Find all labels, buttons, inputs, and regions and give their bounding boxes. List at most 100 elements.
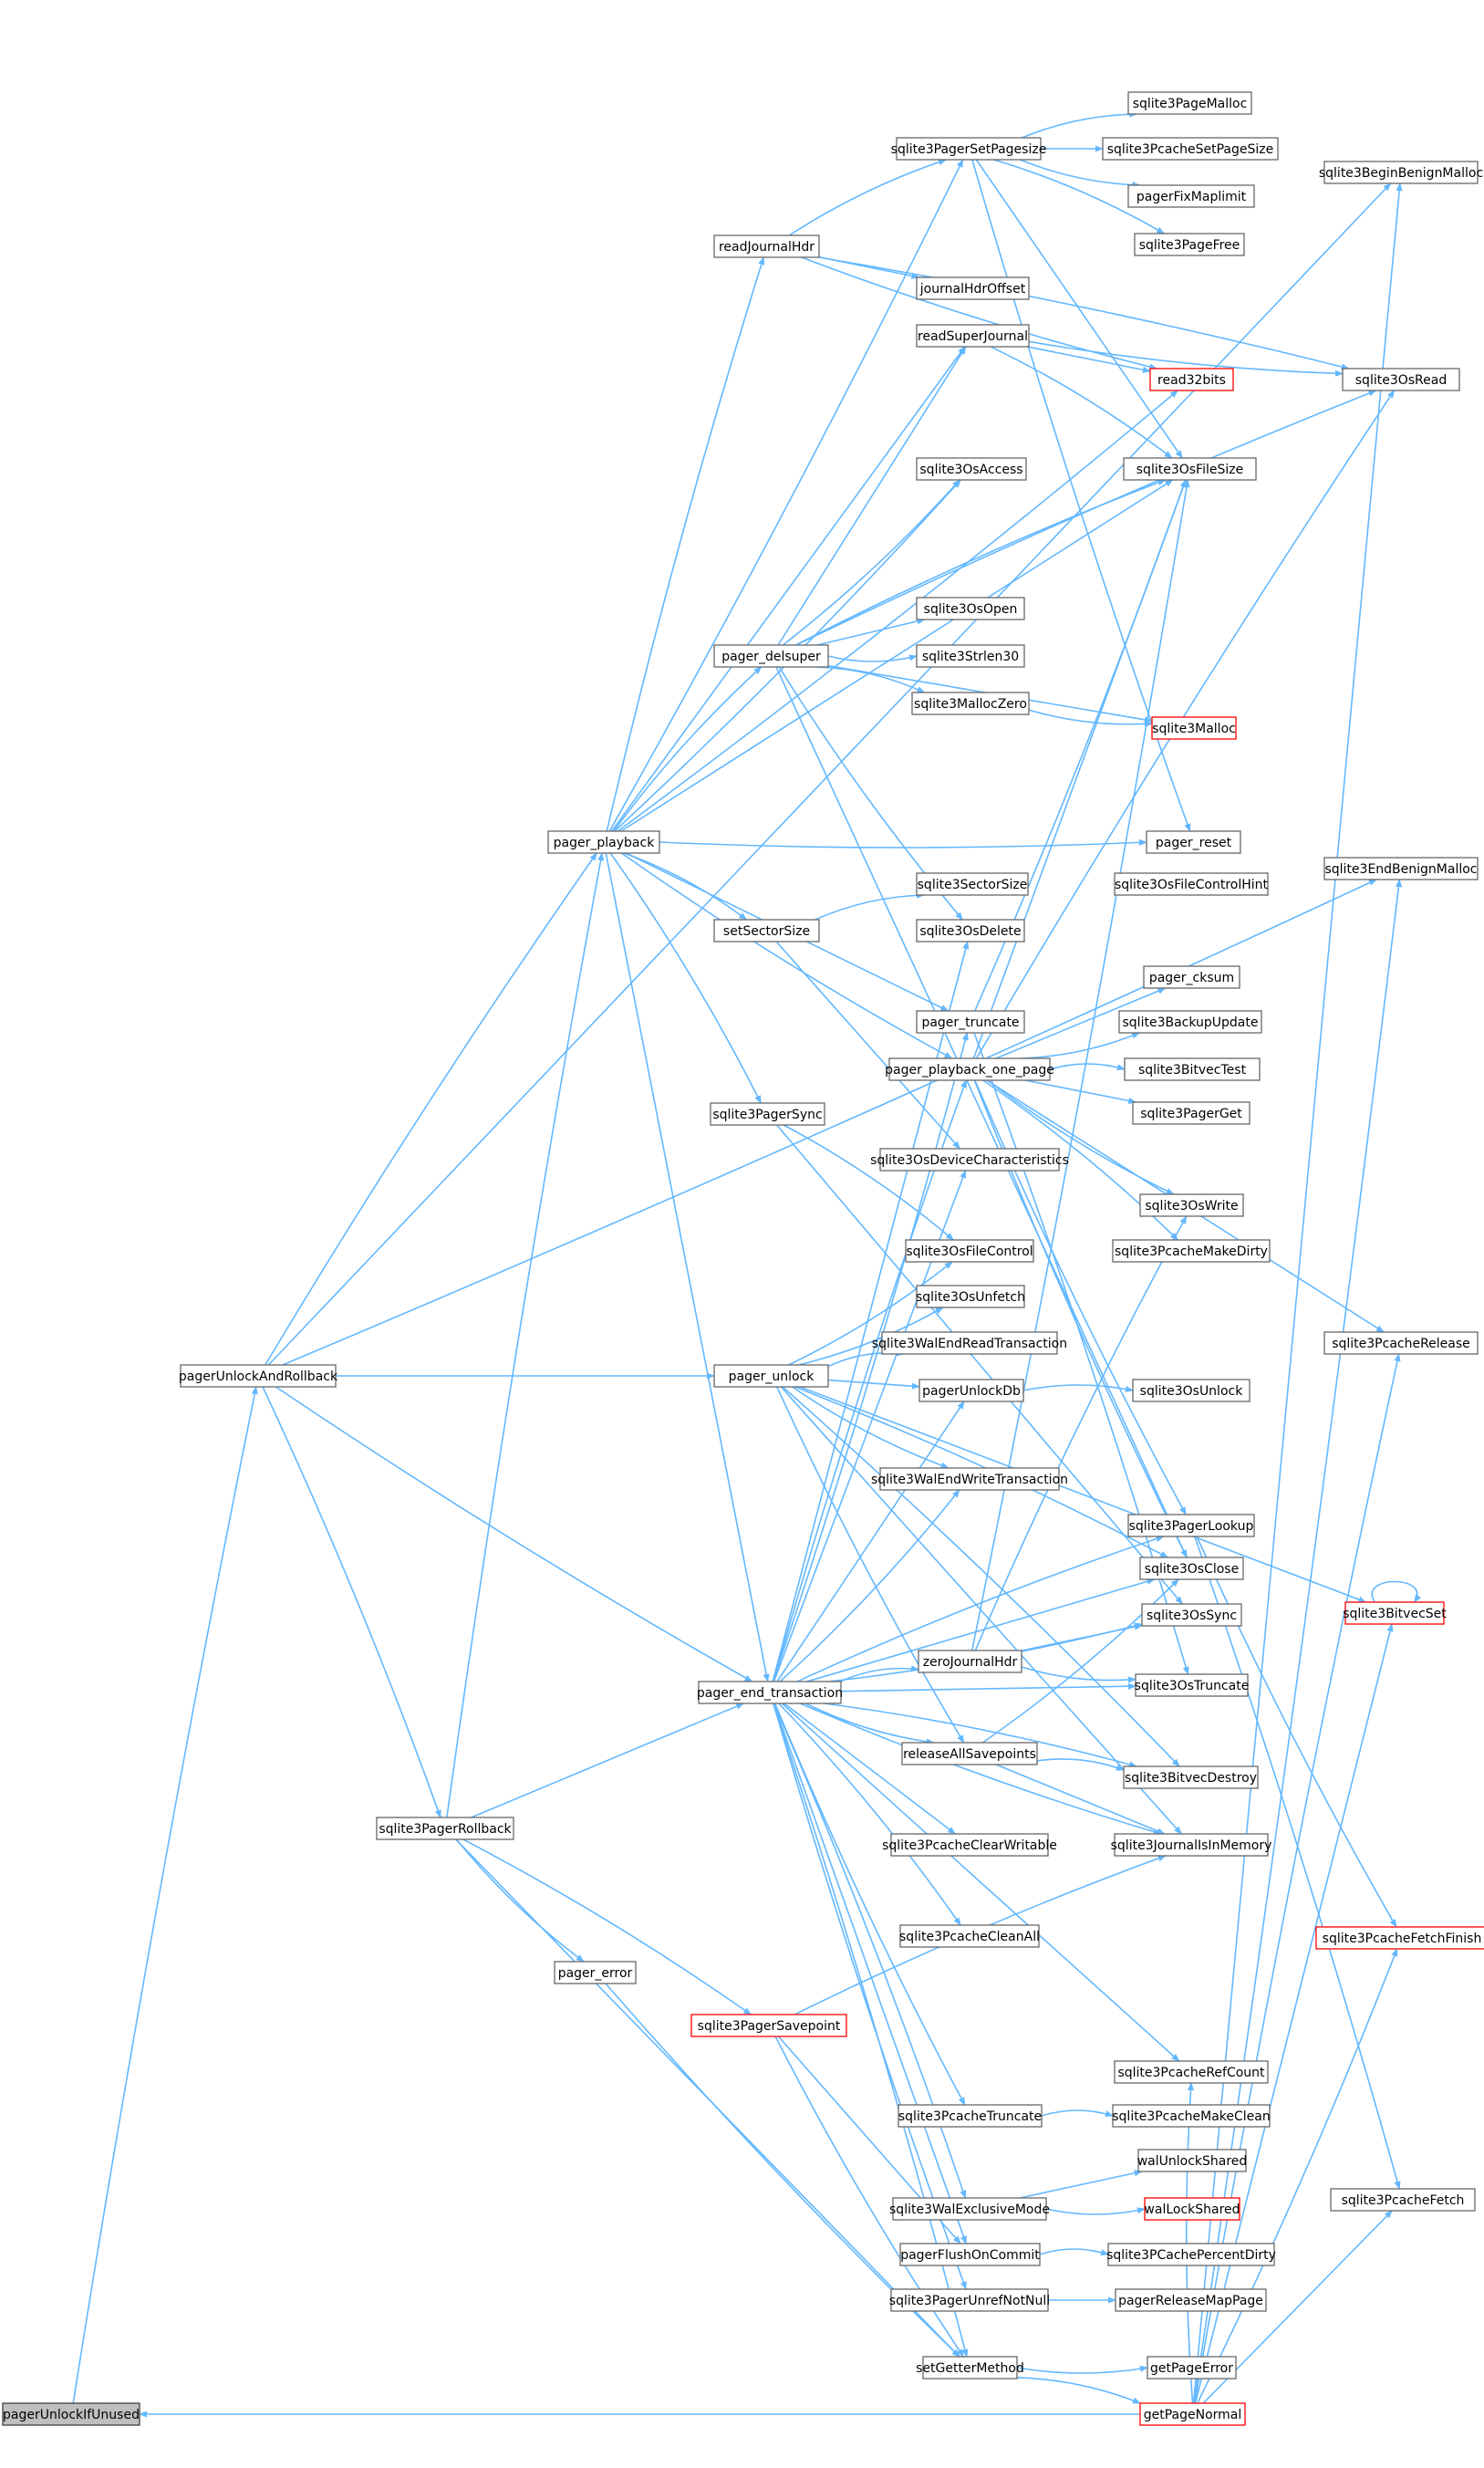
- node-getPageError[interactable]: getPageError: [1147, 2356, 1237, 2379]
- node-pager_cksum[interactable]: pager_cksum: [1143, 965, 1240, 989]
- node-sqlite3PcacheTruncate[interactable]: sqlite3PcacheTruncate: [898, 2104, 1043, 2128]
- node-pager_end_transaction[interactable]: pager_end_transaction: [697, 1681, 843, 1704]
- node-sqlite3WalEndWriteTransaction[interactable]: sqlite3WalEndWriteTransaction: [871, 1467, 1068, 1491]
- node-sqlite3PagerRollback[interactable]: sqlite3PagerRollback: [376, 1817, 514, 1840]
- node-sqlite3OsTruncate[interactable]: sqlite3OsTruncate: [1135, 1673, 1250, 1697]
- node-pager_delsuper[interactable]: pager_delsuper: [713, 644, 829, 668]
- node-sqlite3PcacheMakeClean[interactable]: sqlite3PcacheMakeClean: [1112, 2104, 1271, 2128]
- node-pager_error[interactable]: pager_error: [554, 1961, 637, 1984]
- node-box: [710, 1102, 825, 1126]
- node-sqlite3PcacheRefCount[interactable]: sqlite3PcacheRefCount: [1114, 2060, 1269, 2084]
- node-sqlite3OsRead[interactable]: sqlite3OsRead: [1342, 368, 1460, 391]
- node-sqlite3OsWrite[interactable]: sqlite3OsWrite: [1139, 1193, 1244, 1217]
- call-edge-n10-n18: [993, 159, 1166, 234]
- node-setGetterMethod[interactable]: setGetterMethod: [916, 2356, 1024, 2379]
- call-edge-n12-n22: [990, 346, 1173, 459]
- node-box: [1149, 368, 1234, 391]
- node-sqlite3PcacheFetch[interactable]: sqlite3PcacheFetch: [1330, 2188, 1476, 2212]
- node-sqlite3PcacheFetchFinish[interactable]: sqlite3PcacheFetchFinish: [1315, 1926, 1484, 1950]
- node-sqlite3PcacheCleanAll[interactable]: sqlite3PcacheCleanAll: [899, 1924, 1040, 1948]
- node-sqlite3OsClose[interactable]: sqlite3OsClose: [1139, 1557, 1244, 1580]
- node-pagerFixMaplimit[interactable]: pagerFixMaplimit: [1127, 184, 1255, 208]
- node-setSectorSize[interactable]: setSectorSize: [713, 919, 820, 942]
- node-sqlite3PagerLookup[interactable]: sqlite3PagerLookup: [1127, 1514, 1255, 1537]
- node-read32bits[interactable]: read32bits: [1149, 368, 1234, 391]
- node-sqlite3WalExclusiveMode[interactable]: sqlite3WalExclusiveMode: [889, 2197, 1050, 2221]
- node-box: [547, 830, 660, 854]
- call-edge-n6-n56: [782, 1386, 1180, 1767]
- node-label: readSuperJournal: [918, 329, 1028, 344]
- node-sqlite3PcacheRelease[interactable]: sqlite3PcacheRelease: [1323, 1331, 1479, 1355]
- node-box: [1112, 2104, 1271, 2128]
- node-sqlite3PcacheClearWritable[interactable]: sqlite3PcacheClearWritable: [882, 1833, 1057, 1857]
- node-sqlite3JournalIsInMemory[interactable]: sqlite3JournalIsInMemory: [1111, 1833, 1272, 1857]
- node-walUnlockShared[interactable]: walUnlockShared: [1137, 2149, 1248, 2172]
- node-sqlite3Strlen30[interactable]: sqlite3Strlen30: [916, 644, 1025, 668]
- node-releaseAllSavepoints[interactable]: releaseAllSavepoints: [901, 1742, 1038, 1765]
- node-sqlite3OsDelete[interactable]: sqlite3OsDelete: [916, 919, 1025, 942]
- node-sqlite3BeginBenignMalloc[interactable]: sqlite3BeginBenignMalloc: [1319, 161, 1483, 184]
- node-label: sqlite3PagerSavepoint: [698, 2019, 841, 2034]
- node-pager_playback_one_page[interactable]: pager_playback_one_page: [885, 1057, 1054, 1081]
- node-sqlite3OsFileControlHint[interactable]: sqlite3OsFileControlHint: [1114, 872, 1269, 896]
- node-sqlite3PagerUnrefNotNull[interactable]: sqlite3PagerUnrefNotNull: [889, 2288, 1050, 2312]
- node-sqlite3PCachePercentDirty[interactable]: sqlite3PCachePercentDirty: [1106, 2243, 1276, 2266]
- node-pagerUnlockAndRollback[interactable]: pagerUnlockAndRollback: [179, 1364, 338, 1388]
- node-sqlite3OsUnfetch[interactable]: sqlite3OsUnfetch: [916, 1285, 1025, 1308]
- node-label: sqlite3PagerLookup: [1129, 1519, 1254, 1534]
- node-pager_truncate[interactable]: pager_truncate: [916, 1010, 1025, 1034]
- node-sqlite3PagerSetPagesize[interactable]: sqlite3PagerSetPagesize: [891, 137, 1047, 161]
- node-journalHdrOffset[interactable]: journalHdrOffset: [916, 276, 1030, 300]
- node-sqlite3OsFileControl[interactable]: sqlite3OsFileControl: [905, 1239, 1034, 1263]
- node-sqlite3EndBenignMalloc[interactable]: sqlite3EndBenignMalloc: [1323, 857, 1479, 880]
- node-pagerUnlockIfUnused[interactable]: pagerUnlockIfUnused: [2, 2402, 140, 2426]
- node-pager_unlock[interactable]: pager_unlock: [713, 1364, 829, 1388]
- call-edge-n68-n66: [1020, 2170, 1143, 2199]
- node-sqlite3PageMalloc[interactable]: sqlite3PageMalloc: [1127, 91, 1252, 115]
- node-sqlite3PagerSavepoint[interactable]: sqlite3PagerSavepoint: [690, 2014, 847, 2037]
- node-sqlite3MallocZero[interactable]: sqlite3MallocZero: [911, 692, 1030, 715]
- node-sqlite3OsFileSize[interactable]: sqlite3OsFileSize: [1123, 457, 1257, 481]
- node-sqlite3PcacheSetPageSize[interactable]: sqlite3PcacheSetPageSize: [1102, 137, 1279, 161]
- node-pagerUnlockDb[interactable]: pagerUnlockDb: [918, 1379, 1024, 1402]
- node-zeroJournalHdr[interactable]: zeroJournalHdr: [918, 1650, 1022, 1673]
- node-sqlite3OsUnlock[interactable]: sqlite3OsUnlock: [1132, 1379, 1251, 1402]
- node-sqlite3OsOpen[interactable]: sqlite3OsOpen: [916, 597, 1025, 620]
- call-edge-n53-n52: [1021, 1623, 1143, 1651]
- node-sqlite3OsSync[interactable]: sqlite3OsSync: [1141, 1603, 1242, 1627]
- node-sqlite3PcacheMakeDirty[interactable]: sqlite3PcacheMakeDirty: [1112, 1239, 1271, 1263]
- node-label: pagerUnlockAndRollback: [179, 1369, 338, 1384]
- call-edge-n14-n21: [795, 390, 1377, 646]
- node-box: [1330, 2188, 1476, 2212]
- node-sqlite3Malloc[interactable]: sqlite3Malloc: [1151, 716, 1237, 740]
- call-edge-n2-n5: [265, 852, 597, 1366]
- node-sqlite3SectorSize[interactable]: sqlite3SectorSize: [916, 872, 1029, 896]
- node-label: pager_reset: [1156, 836, 1232, 850]
- node-readSuperJournal[interactable]: readSuperJournal: [916, 324, 1030, 348]
- node-sqlite3BitvecDestroy[interactable]: sqlite3BitvecDestroy: [1123, 1765, 1259, 1789]
- node-pager_playback[interactable]: pager_playback: [547, 830, 660, 854]
- node-sqlite3PagerSync[interactable]: sqlite3PagerSync: [710, 1102, 825, 1126]
- node-label: sqlite3OsOpen: [924, 602, 1018, 617]
- node-sqlite3PagerGet[interactable]: sqlite3PagerGet: [1132, 1101, 1251, 1125]
- node-sqlite3BitvecSet[interactable]: sqlite3BitvecSet: [1343, 1601, 1447, 1625]
- node-sqlite3WalEndReadTransaction[interactable]: sqlite3WalEndReadTransaction: [872, 1331, 1067, 1355]
- node-walLockShared[interactable]: walLockShared: [1144, 2197, 1240, 2221]
- node-pagerReleaseMapPage[interactable]: pagerReleaseMapPage: [1115, 2288, 1267, 2312]
- node-sqlite3PageFree[interactable]: sqlite3PageFree: [1134, 233, 1245, 256]
- node-readJournalHdr[interactable]: readJournalHdr: [713, 234, 820, 258]
- node-sqlite3BackupUpdate[interactable]: sqlite3BackupUpdate: [1118, 1010, 1262, 1034]
- node-pagerFlushOnCommit[interactable]: pagerFlushOnCommit: [899, 2243, 1041, 2266]
- node-pager_reset[interactable]: pager_reset: [1146, 830, 1241, 854]
- node-label: sqlite3OsUnfetch: [916, 1290, 1025, 1305]
- call-edge-n2-n8: [262, 1386, 441, 1818]
- node-sqlite3BitvecTest[interactable]: sqlite3BitvecTest: [1124, 1057, 1261, 1081]
- call-edge-n28-n39: [775, 941, 960, 1150]
- node-label: read32bits: [1157, 373, 1226, 388]
- call-edge-n25-n26: [1028, 709, 1153, 728]
- node-label: sqlite3PagerSetPagesize: [891, 142, 1047, 157]
- node-label: journalHdrOffset: [919, 282, 1026, 297]
- node-getPageNormal[interactable]: getPageNormal: [1139, 2402, 1246, 2426]
- node-sqlite3OsDeviceCharacteristics[interactable]: sqlite3OsDeviceCharacteristics: [870, 1148, 1069, 1172]
- node-sqlite3OsAccess[interactable]: sqlite3OsAccess: [916, 457, 1027, 481]
